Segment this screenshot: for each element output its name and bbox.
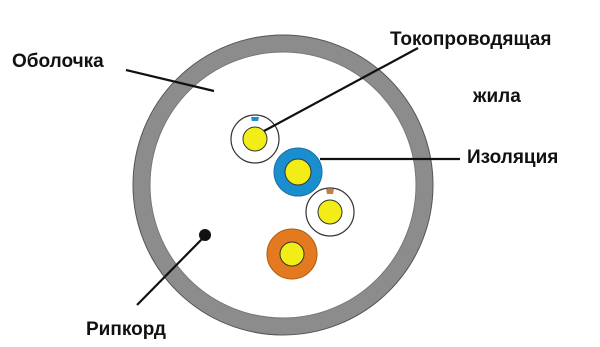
label-ripcord: Рипкорд — [86, 319, 166, 340]
conductor-white-orange-marker — [305, 187, 355, 237]
conductor-blue — [273, 147, 323, 197]
label-insulation: Изоляция — [467, 147, 559, 168]
label-sheath: Оболочка — [12, 51, 104, 72]
conductor-white-blue-marker — [230, 114, 280, 164]
leader-line-ripcord — [136, 238, 203, 306]
marker-orange — [326, 189, 334, 194]
conductor-orange — [266, 228, 318, 280]
conductor-core-4 — [279, 241, 305, 267]
leader-line-conductor — [263, 47, 419, 132]
label-conductor-line-2: жила — [473, 86, 521, 107]
label-conductor-line-1: Токопроводящая — [390, 29, 552, 50]
marker-blue — [251, 117, 259, 121]
conductor-core-2 — [284, 158, 312, 186]
ripcord — [199, 229, 211, 241]
conductor-core-3 — [317, 199, 343, 225]
leader-line-sheath — [125, 68, 215, 93]
conductor-core-1 — [242, 126, 268, 152]
